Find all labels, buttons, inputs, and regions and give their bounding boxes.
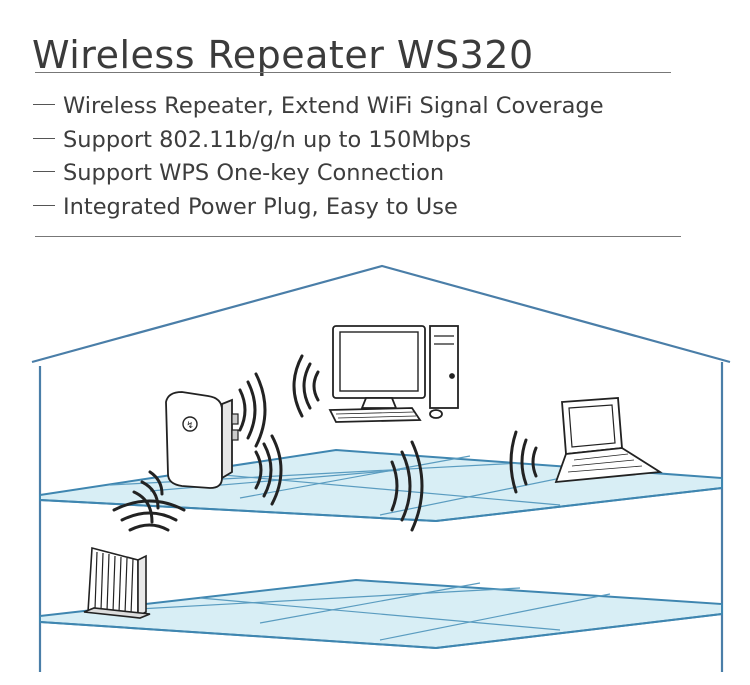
features-divider [35,236,681,237]
feature-item: Support WPS One-key Connection [33,157,604,191]
laptop-icon [554,397,663,484]
feature-text: Support 802.11b/g/n up to 150Mbps [63,126,472,153]
lower-floor [39,578,723,650]
svg-text:↯: ↯ [186,421,194,431]
feature-text: Integrated Power Plug, Easy to Use [63,193,458,220]
dash-bullet [33,104,55,105]
desktop-computer-icon [328,325,459,423]
feature-item: Integrated Power Plug, Easy to Use [33,191,604,225]
router-icon [83,546,151,619]
dash-bullet [33,204,55,206]
dash-bullet [33,137,55,139]
title-divider [35,72,671,73]
feature-item: Wireless Repeater, Extend WiFi Signal Co… [33,90,604,124]
wifi-waves-icon [112,354,538,532]
repeater-icon: ↯ [165,391,239,489]
feature-text: Wireless Repeater, Extend WiFi Signal Co… [63,93,604,119]
feature-list: Wireless Repeater, Extend WiFi Signal Co… [33,90,604,224]
page-title: Wireless Repeater WS320 [32,33,534,78]
feature-item: Support 802.11b/g/n up to 150Mbps [33,124,604,158]
feature-text: Support WPS One-key Connection [63,160,445,186]
dash-bullet [33,171,55,172]
